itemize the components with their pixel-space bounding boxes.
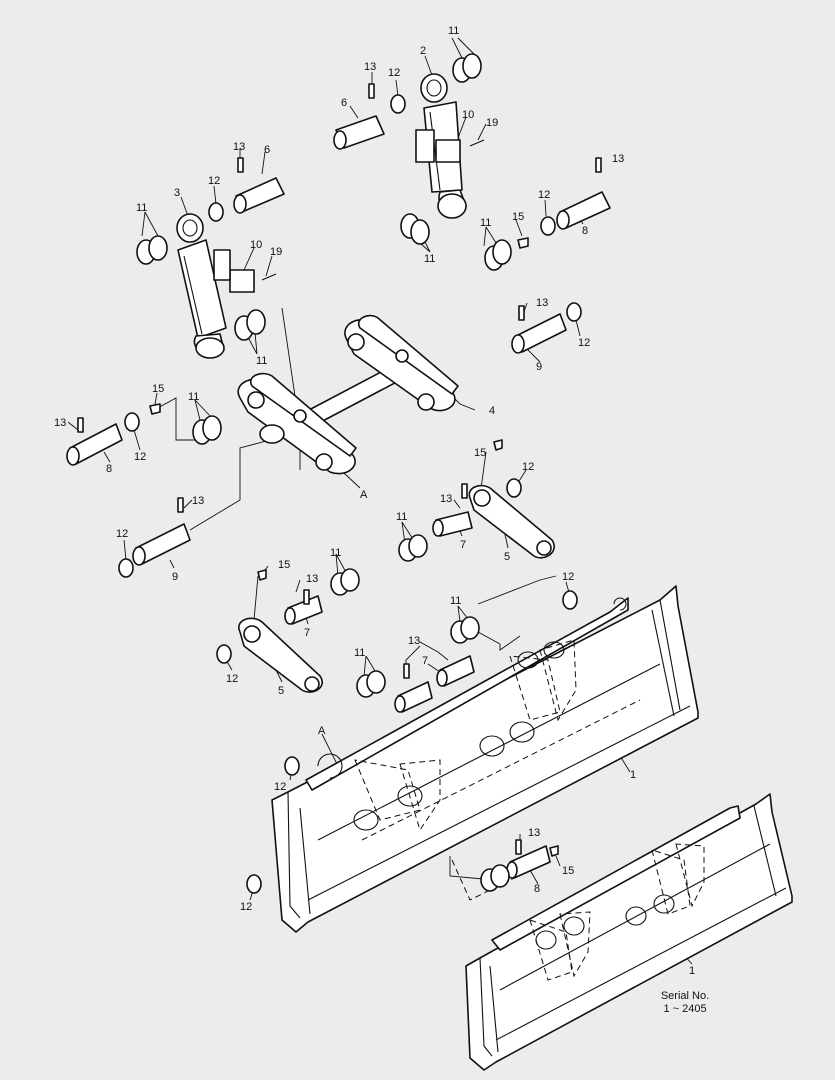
callout-2: 2 bbox=[420, 45, 426, 57]
callout-12: 12 bbox=[522, 461, 534, 473]
callout-12: 12 bbox=[240, 901, 252, 913]
callout-12: 12 bbox=[134, 451, 146, 463]
callout-11: 11 bbox=[188, 391, 199, 403]
washers-and-rings bbox=[118, 53, 582, 894]
callout-11: 11 bbox=[480, 217, 491, 229]
callout-1: 1 bbox=[630, 769, 636, 781]
callout-a: A bbox=[360, 489, 368, 501]
callout-12: 12 bbox=[116, 528, 128, 540]
callout-4: 4 bbox=[489, 405, 495, 417]
callout-19: 19 bbox=[270, 246, 282, 258]
callout-6: 6 bbox=[264, 144, 270, 156]
callout-labels: 11 2 13 12 6 10 19 13 6 3 12 11 10 19 13… bbox=[54, 25, 695, 977]
callout-13: 13 bbox=[528, 827, 540, 839]
callout-9: 9 bbox=[536, 361, 542, 373]
bucket-main bbox=[271, 585, 699, 933]
callout-13: 13 bbox=[306, 573, 318, 585]
callout-13: 13 bbox=[364, 61, 376, 73]
callout-a: A bbox=[318, 725, 326, 737]
callout-10: 10 bbox=[462, 109, 474, 121]
cross-shaft-assembly bbox=[237, 314, 459, 475]
callout-19: 19 bbox=[486, 117, 498, 129]
serial-label: Serial No. bbox=[660, 990, 710, 1002]
serial-number-note: Serial No. 1 ~ 2405 bbox=[640, 990, 730, 1016]
callout-13: 13 bbox=[192, 495, 204, 507]
callout-13: 13 bbox=[54, 417, 66, 429]
callout-11: 11 bbox=[448, 25, 459, 37]
callout-12: 12 bbox=[388, 67, 400, 79]
callout-15: 15 bbox=[562, 865, 574, 877]
callout-8: 8 bbox=[106, 463, 112, 475]
callout-8: 8 bbox=[534, 883, 540, 895]
callout-13: 13 bbox=[612, 153, 624, 165]
callout-15: 15 bbox=[512, 211, 524, 223]
callout-7: 7 bbox=[304, 627, 310, 639]
callout-12: 12 bbox=[274, 781, 286, 793]
callout-11: 11 bbox=[256, 355, 267, 367]
callout-7: 7 bbox=[422, 655, 428, 667]
callout-11: 11 bbox=[354, 647, 365, 659]
fasteners bbox=[77, 83, 602, 857]
cylinder-right bbox=[415, 73, 467, 219]
callout-15: 15 bbox=[278, 559, 290, 571]
callout-12: 12 bbox=[208, 175, 220, 187]
callout-15: 15 bbox=[152, 383, 164, 395]
callout-13: 13 bbox=[408, 635, 420, 647]
bucket-serial bbox=[465, 793, 793, 1071]
link-5-right bbox=[468, 484, 555, 559]
callout-13: 13 bbox=[536, 297, 548, 309]
callout-11: 11 bbox=[424, 253, 435, 265]
callout-12: 12 bbox=[538, 189, 550, 201]
callout-7: 7 bbox=[460, 539, 466, 551]
cylinder-left bbox=[176, 213, 255, 359]
pins bbox=[66, 115, 611, 879]
callout-5: 5 bbox=[504, 551, 510, 563]
callout-12: 12 bbox=[226, 673, 238, 685]
callout-11: 11 bbox=[450, 595, 461, 607]
callout-11: 11 bbox=[136, 202, 147, 214]
callout-13: 13 bbox=[440, 493, 452, 505]
callout-10: 10 bbox=[250, 239, 262, 251]
callout-13: 13 bbox=[233, 141, 245, 153]
callout-11: 11 bbox=[396, 511, 407, 523]
callout-9: 9 bbox=[172, 571, 178, 583]
serial-range: 1 ~ 2405 bbox=[663, 1003, 707, 1015]
callout-12: 12 bbox=[562, 571, 574, 583]
link-5-left bbox=[238, 617, 323, 693]
callout-12: 12 bbox=[578, 337, 590, 349]
callout-5: 5 bbox=[278, 685, 284, 697]
callout-8: 8 bbox=[582, 225, 588, 237]
callout-15: 15 bbox=[474, 447, 486, 459]
callout-3: 3 bbox=[174, 187, 180, 199]
callout-6: 6 bbox=[341, 97, 347, 109]
callout-1: 1 bbox=[689, 965, 695, 977]
callout-11: 11 bbox=[330, 547, 341, 559]
